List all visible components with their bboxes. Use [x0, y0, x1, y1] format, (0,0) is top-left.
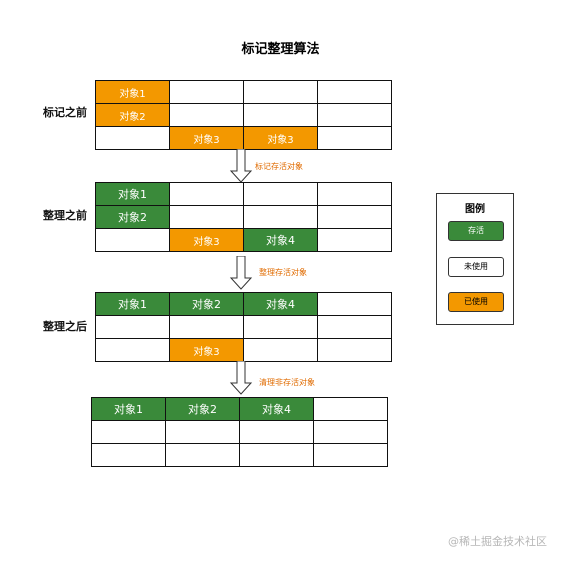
memory-cell: [243, 205, 318, 229]
memory-cell: 对象1: [95, 182, 170, 206]
memory-cell: 对象3: [169, 228, 244, 252]
stage-label-before-mark: 标记之前: [43, 106, 87, 119]
memory-cell: [239, 443, 314, 467]
memory-cell: [317, 182, 392, 206]
memory-cell: [317, 205, 392, 229]
memory-cell: [95, 338, 170, 362]
memory-cell: 对象4: [239, 397, 314, 421]
memory-cell: 对象2: [169, 292, 244, 316]
legend-swatch-live: 存活: [448, 221, 504, 241]
memory-grid-after-compact: 对象1 对象2 对象4 对象3: [95, 292, 392, 362]
memory-cell: [243, 315, 318, 339]
legend: 图例 存活 未使用 已使用: [436, 193, 514, 325]
diagram-title: 标记整理算法: [241, 42, 320, 57]
memory-cell: [243, 103, 318, 127]
memory-cell: [165, 420, 240, 444]
memory-cell: [317, 338, 392, 362]
memory-cell: [95, 315, 170, 339]
memory-cell: 对象4: [243, 228, 318, 252]
memory-cell: [243, 182, 318, 206]
legend-swatch-used: 已使用: [448, 292, 504, 312]
down-arrow-icon: [229, 149, 253, 183]
memory-cell: [313, 443, 388, 467]
memory-cell: [317, 80, 392, 104]
memory-cell: [317, 292, 392, 316]
grid-row: [95, 315, 392, 339]
grid-row: 对象1 对象2 对象4: [95, 292, 392, 316]
arrow-label-sweep-dead: 清理非存活对象: [259, 378, 315, 387]
memory-cell: [313, 397, 388, 421]
memory-cell: 对象3: [169, 338, 244, 362]
memory-cell: [169, 182, 244, 206]
memory-cell: [169, 103, 244, 127]
memory-cell: [95, 126, 170, 150]
memory-cell: 对象4: [243, 292, 318, 316]
memory-cell: [317, 228, 392, 252]
memory-cell: [317, 315, 392, 339]
grid-row: 对象2: [95, 205, 392, 229]
grid-row: 对象3 对象3: [95, 126, 392, 150]
down-arrow-icon: [229, 361, 253, 395]
memory-cell: [317, 126, 392, 150]
memory-grid-after-sweep: 对象1 对象2 对象4: [91, 397, 388, 467]
memory-cell: [91, 420, 166, 444]
memory-cell: [313, 420, 388, 444]
arrow-label-mark-live: 标记存活对象: [255, 162, 303, 171]
grid-row: [91, 420, 388, 444]
memory-cell: [165, 443, 240, 467]
stage-label-before-compact: 整理之前: [43, 209, 87, 222]
memory-cell: 对象1: [95, 292, 170, 316]
legend-swatch-free: 未使用: [448, 257, 504, 277]
memory-cell: [169, 205, 244, 229]
memory-cell: [239, 420, 314, 444]
memory-cell: [317, 103, 392, 127]
memory-grid-before-mark: 对象1 对象2 对象3 对象3: [95, 80, 392, 150]
memory-cell: [243, 338, 318, 362]
watermark: @稀土掘金技术社区: [448, 535, 547, 548]
grid-row: 对象1: [95, 80, 392, 104]
memory-cell: 对象3: [243, 126, 318, 150]
grid-row: 对象2: [95, 103, 392, 127]
grid-row: 对象3: [95, 338, 392, 362]
memory-cell: [169, 80, 244, 104]
stage-label-after-compact: 整理之后: [43, 320, 87, 333]
memory-cell: 对象2: [165, 397, 240, 421]
down-arrow-icon: [229, 256, 253, 290]
memory-cell: 对象2: [95, 103, 170, 127]
grid-row: 对象3 对象4: [95, 228, 392, 252]
memory-cell: [169, 315, 244, 339]
memory-cell: [91, 443, 166, 467]
memory-cell: 对象3: [169, 126, 244, 150]
memory-cell: [95, 228, 170, 252]
grid-row: 对象1 对象2 对象4: [91, 397, 388, 421]
memory-cell: [243, 80, 318, 104]
memory-cell: 对象2: [95, 205, 170, 229]
grid-row: [91, 443, 388, 467]
grid-row: 对象1: [95, 182, 392, 206]
memory-cell: 对象1: [91, 397, 166, 421]
memory-cell: 对象1: [95, 80, 170, 104]
arrow-label-compact-live: 整理存活对象: [259, 268, 307, 277]
legend-title: 图例: [465, 204, 485, 215]
memory-grid-before-compact: 对象1 对象2 对象3 对象4: [95, 182, 392, 252]
